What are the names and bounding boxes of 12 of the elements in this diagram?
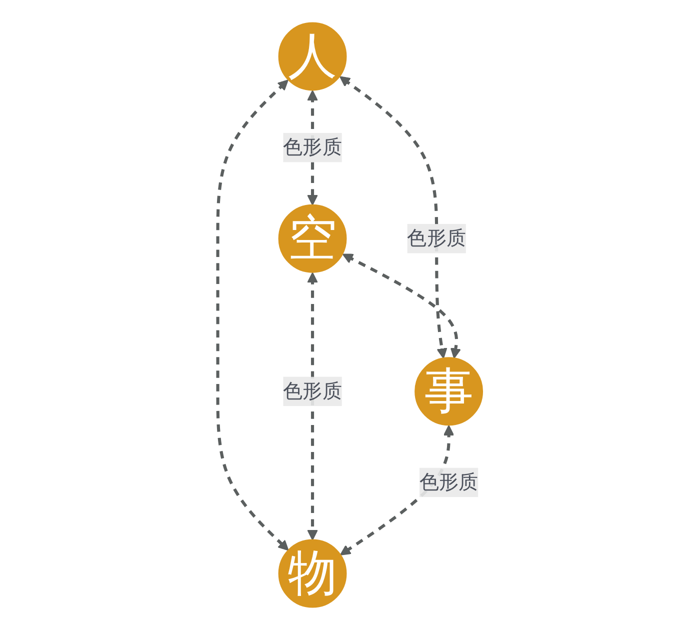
node-circle: 人 <box>278 22 347 90</box>
arrow <box>307 272 318 540</box>
edge-label: 色形质 <box>283 134 342 158</box>
edge-label: 色形质 <box>407 226 466 250</box>
edge-label: 色形质 <box>419 470 478 493</box>
arrow <box>216 79 289 550</box>
arrow <box>339 76 448 358</box>
node-circle: 事 <box>414 356 483 426</box>
arrow <box>342 253 461 358</box>
edge-label: 色形质 <box>283 378 342 402</box>
node-circle: 物 <box>278 538 347 608</box>
node-circle: 空 <box>278 204 347 272</box>
